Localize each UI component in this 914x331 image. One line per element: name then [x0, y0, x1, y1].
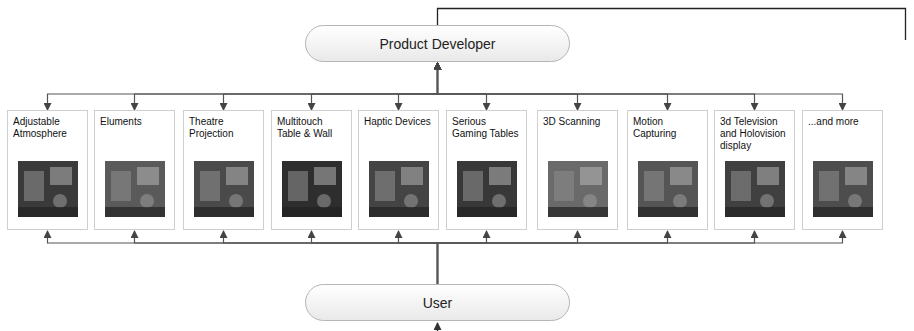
card-title: Haptic Devices	[359, 111, 438, 128]
bus-connector	[399, 231, 438, 284]
photo	[369, 161, 429, 217]
bus-connector	[438, 231, 843, 284]
technology-card: Serious Gaming Tables	[446, 110, 527, 230]
card-title: 3d Television and Holovision display	[715, 111, 794, 152]
technology-card: Theatre Projection	[183, 110, 264, 230]
bus-connector	[438, 63, 487, 110]
photo	[18, 161, 78, 217]
card-title: Serious Gaming Tables	[447, 111, 526, 140]
photo	[194, 161, 254, 217]
card-title: Eluments	[95, 111, 174, 128]
photo	[105, 161, 165, 217]
role-pill: User	[305, 284, 570, 321]
photo	[638, 161, 698, 217]
bus-connector	[438, 63, 755, 110]
photo	[457, 161, 517, 217]
bus-connector	[312, 231, 438, 284]
bus-connector	[135, 231, 438, 284]
card-title: 3D Scanning	[538, 111, 617, 128]
technology-card: Adjustable Atmosphere	[7, 110, 88, 230]
card-title: Motion Capturing	[628, 111, 707, 140]
technology-card: Haptic Devices	[358, 110, 439, 230]
card-title: Multitouch Table & Wall	[272, 111, 351, 140]
photo	[548, 161, 608, 217]
photo	[725, 161, 785, 217]
bus-connector	[48, 231, 438, 284]
bus-connector	[224, 63, 438, 110]
role-label: Product Developer	[380, 36, 496, 52]
card-title: ...and more	[803, 111, 882, 128]
technology-card: 3D Scanning	[537, 110, 618, 230]
bus-connector	[438, 231, 578, 284]
bus-connector	[438, 231, 487, 284]
card-title: Adjustable Atmosphere	[8, 111, 87, 140]
technology-card: Motion Capturing	[627, 110, 708, 230]
role-label: User	[423, 295, 453, 311]
technology-card: 3d Television and Holovision display	[714, 110, 795, 230]
role-pill: Product Developer	[305, 25, 570, 62]
bus-connector	[399, 63, 438, 110]
card-title: Theatre Projection	[184, 111, 263, 140]
technology-card: ...and more	[802, 110, 883, 230]
bus-connector	[48, 63, 438, 110]
bus-connector	[438, 63, 843, 110]
bus-connector	[438, 231, 755, 284]
bus-connector	[135, 63, 438, 110]
bus-connector	[438, 63, 668, 110]
photo	[813, 161, 873, 217]
bus-connector	[438, 63, 578, 110]
bus-connector	[312, 63, 438, 110]
bus-connector	[438, 231, 668, 284]
photo	[282, 161, 342, 217]
technology-card: Eluments	[94, 110, 175, 230]
technology-card: Multitouch Table & Wall	[271, 110, 352, 230]
bus-connector	[224, 231, 438, 284]
